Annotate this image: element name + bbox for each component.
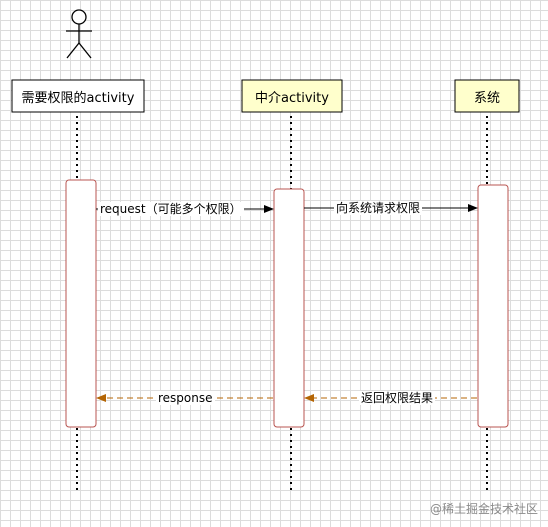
request-label: request（可能多个权限） (98, 202, 244, 216)
activation-bar-requester (65, 179, 97, 428)
participant-box-mediator (241, 79, 343, 113)
watermark: @稀土掘金技术社区 (430, 502, 539, 516)
result-label: 返回权限结果 (359, 391, 436, 405)
participant-label-requester: 需要权限的activity (21, 90, 135, 106)
activation-bar-system (477, 184, 509, 428)
participant-label-mediator: 中介activity (255, 90, 329, 106)
participant-label-system: 系统 (473, 90, 500, 106)
response-label: response (156, 391, 215, 405)
participant-box-requester (11, 79, 145, 113)
activation-bar-mediator (273, 188, 305, 428)
system-request-label: 向系统请求权限 (334, 201, 423, 215)
participant-box-system (454, 79, 520, 113)
stick-figure-icon (66, 9, 92, 59)
